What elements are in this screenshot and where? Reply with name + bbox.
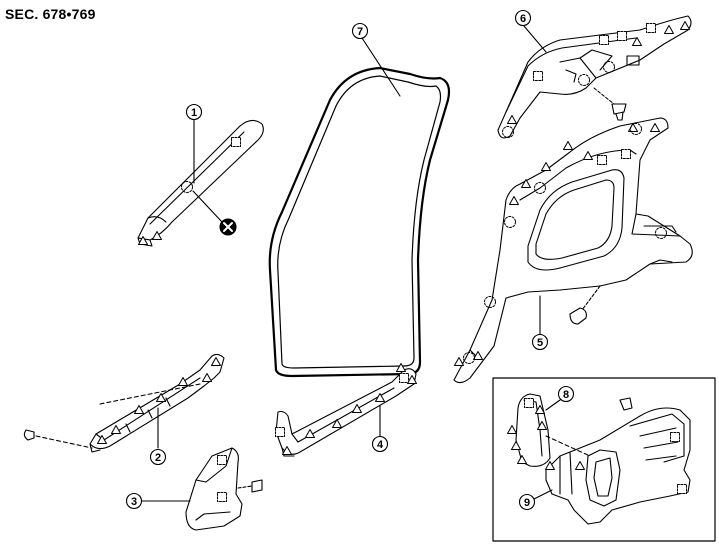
leader-line <box>99 383 201 405</box>
svg-text:1: 1 <box>191 107 197 119</box>
clip-marker <box>562 140 574 151</box>
clip-marker <box>540 161 552 172</box>
clip-marker <box>506 424 518 435</box>
svg-text:4: 4 <box>377 439 384 451</box>
callout-part-2: 2 <box>149 448 167 466</box>
leader-line <box>192 190 223 223</box>
rear-pillar-upper-garnish <box>497 15 692 139</box>
screw-fastener <box>23 429 35 441</box>
callout-part-9: 9 <box>518 493 536 511</box>
metal-clip-marker <box>216 491 228 503</box>
callout-part-8: 8 <box>557 385 575 403</box>
svg-text:5: 5 <box>537 337 543 349</box>
callout-part-4: 4 <box>371 435 389 453</box>
callout-part-7: 7 <box>351 22 369 40</box>
rear-kicking-plate <box>275 368 417 457</box>
metal-clip-marker <box>645 22 657 34</box>
luggage-side-lower-finisher <box>453 117 693 384</box>
clip-marker <box>395 362 407 373</box>
detail-inset <box>492 377 716 542</box>
front-kicking-plate <box>89 353 225 453</box>
callout-part-1: 1 <box>185 103 203 121</box>
clip-marker <box>453 356 465 367</box>
leader-line <box>523 25 547 53</box>
svg-text:7: 7 <box>357 26 363 38</box>
metal-clip-marker <box>676 483 688 495</box>
leader-line <box>545 435 591 457</box>
svg-text:8: 8 <box>563 389 569 401</box>
svg-text:9: 9 <box>524 497 530 509</box>
leader-line <box>361 37 401 97</box>
svg-text:6: 6 <box>520 13 526 25</box>
svg-text:3: 3 <box>131 496 137 508</box>
dash-side-finisher <box>185 447 243 531</box>
body-side-welt <box>268 66 451 378</box>
clip-fastener <box>237 479 263 493</box>
metal-clip-marker <box>620 148 632 160</box>
clip-fastener <box>593 87 627 121</box>
svg-text:2: 2 <box>155 452 161 464</box>
section-code: SEC. 678•769 <box>5 6 96 22</box>
metal-clip-marker <box>532 70 544 82</box>
callout-part-6: 6 <box>514 9 532 27</box>
leader-line <box>545 399 561 411</box>
callout-part-3: 3 <box>125 492 143 510</box>
metal-clip-marker <box>274 426 286 438</box>
metal-clip-marker <box>216 454 228 466</box>
metal-clip-marker <box>669 431 681 443</box>
callout-part-5: 5 <box>531 333 549 351</box>
do-not-reuse-icon <box>219 218 237 236</box>
leader-line <box>533 489 553 500</box>
metal-clip-marker <box>616 30 628 42</box>
leader-line <box>35 435 93 449</box>
metal-clip-marker <box>523 397 535 409</box>
metal-clip-marker <box>598 34 610 46</box>
front-pillar-garnish <box>137 119 264 247</box>
metal-clip-marker <box>398 372 410 384</box>
metal-clip-marker <box>596 154 608 166</box>
clip-fastener <box>569 285 601 325</box>
metal-clip-marker <box>230 136 242 148</box>
